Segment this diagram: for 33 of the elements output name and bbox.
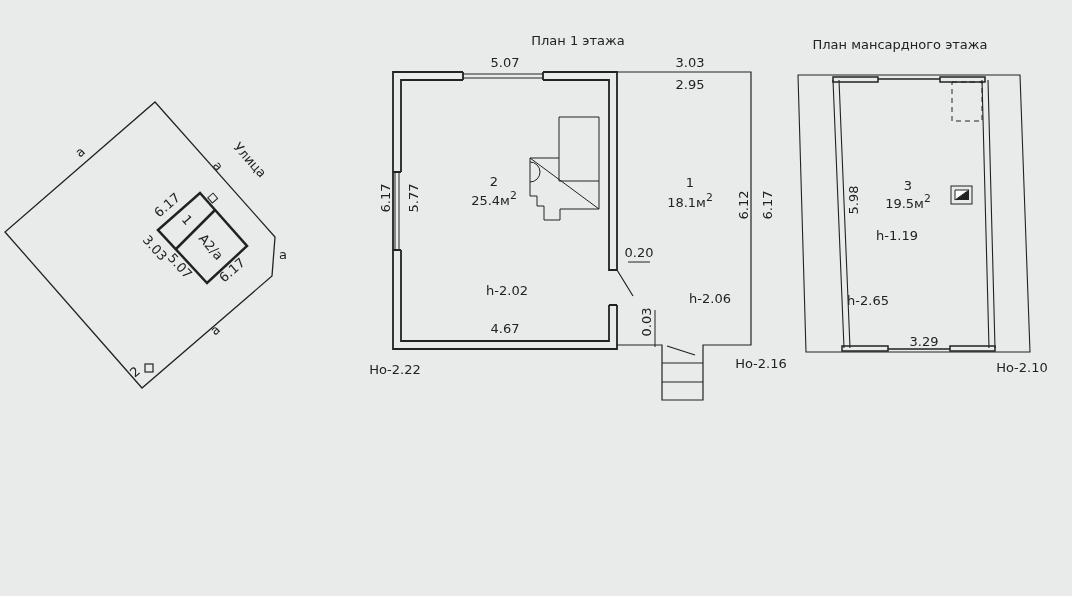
room-number: 3 (903, 177, 913, 193)
ceiling-height: h-2.06 (689, 290, 731, 306)
elevation-label: Но-2.22 (369, 361, 421, 377)
room-area: 18.1м$^{2}$ (667, 190, 713, 210)
part-label: 1 (178, 211, 196, 229)
number-label: 2 (126, 363, 144, 381)
ceiling-height: h-2.02 (486, 282, 528, 298)
plan-title: План мансардного этажа (812, 36, 988, 52)
room-number: 2 (489, 173, 499, 189)
dimension-label: 2.95 (675, 76, 705, 92)
dimension-label: 0.20 (624, 244, 654, 260)
dimension-label: 0.03 (638, 307, 654, 337)
room-number: 1 (685, 174, 695, 190)
room-area: 19.5м$^{2}$ (885, 191, 931, 211)
ceiling-height: h-1.19 (876, 227, 918, 243)
dimension-label: 3.03 (675, 54, 705, 70)
dimension-label: 6.17 (759, 190, 775, 220)
boundary-label: а (72, 143, 88, 161)
dimension-label: 3.29 (909, 333, 939, 349)
dimension-label: 5.77 (405, 183, 421, 213)
elevation-label: Но-2.10 (996, 359, 1048, 375)
dimension-label: 6.12 (735, 190, 751, 220)
room-area: 25.4м$^{2}$ (471, 188, 517, 208)
dimension-label: 5.98 (845, 185, 861, 215)
dimension-label: 4.67 (490, 320, 520, 336)
elevation-label: Но-2.16 (735, 355, 787, 371)
boundary-label: а (279, 246, 287, 262)
plan-title: План 1 этажа (531, 32, 625, 48)
boundary-label: а (207, 321, 223, 339)
boundary-label: а (209, 158, 227, 174)
dimension-label: 6.17 (377, 183, 393, 213)
ceiling-height: h-2.65 (847, 292, 889, 308)
dimension-label: 5.07 (490, 54, 520, 70)
